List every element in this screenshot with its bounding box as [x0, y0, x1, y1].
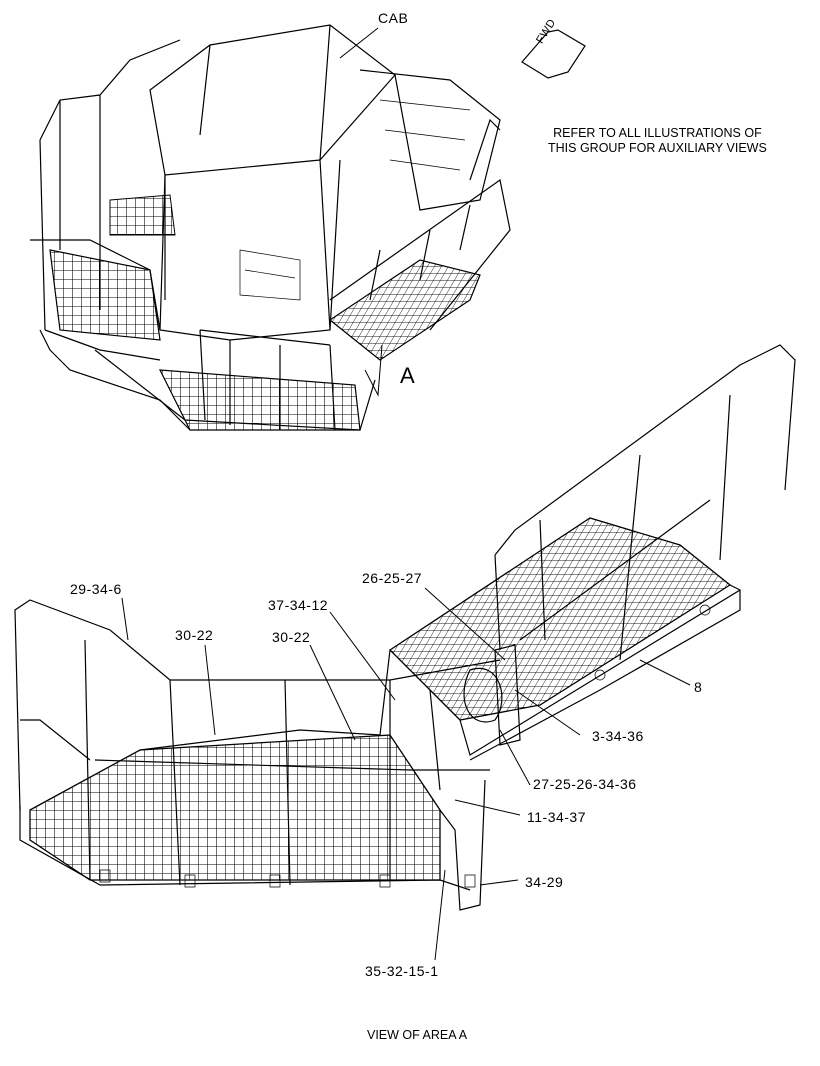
leader-26-25-27: [424, 587, 506, 661]
right-platform-grating: [328, 259, 481, 361]
leader-30-22-b: [309, 644, 356, 741]
callout-35-32-15-1: 35-32-15-1: [365, 963, 439, 979]
support-post: [429, 689, 486, 911]
auxiliary-views-note: REFER TO ALL ILLUSTRATIONS OF THIS GROUP…: [548, 126, 767, 155]
leader-27-25-26-34-36: [499, 729, 531, 786]
cab-roof: [149, 24, 396, 176]
callout-11-34-37: 11-34-37: [527, 809, 587, 825]
left-platform-grating: [49, 249, 161, 341]
machine-overview: [30, 24, 586, 431]
callout-34-29: 34-29: [525, 874, 564, 890]
callout-27-25-26-34-36: 27-25-26-34-36: [533, 776, 637, 792]
leader-30-22-a: [204, 644, 216, 736]
leader-29-34-6: [121, 597, 129, 641]
area-a-detail: [14, 344, 796, 961]
front-handrail: [199, 329, 336, 431]
rear-hood: [359, 69, 501, 211]
right-handrail: [329, 118, 511, 331]
leader-35-32-15-1: [434, 869, 446, 961]
right-handrail-detail: [494, 344, 796, 661]
left-lower-platform: [29, 734, 441, 881]
fwd-arrow-shape: [521, 29, 586, 79]
cab-posts: [164, 24, 331, 331]
callout-26-25-27: 26-25-27: [362, 570, 423, 586]
callout-3-34-36: 3-34-36: [592, 728, 644, 744]
callout-30-22-a: 30-22: [175, 627, 214, 643]
leader-3-34-36: [514, 689, 581, 736]
hinge-latch: [463, 667, 503, 723]
leader-8: [639, 659, 691, 686]
cab-body: [159, 159, 341, 341]
right-raised-platform: [388, 517, 732, 721]
left-handrail: [39, 39, 181, 331]
leader-37-34-12: [329, 611, 396, 701]
callout-29-34-6: 29-34-6: [70, 581, 122, 597]
front-platform-grating: [158, 369, 361, 431]
cab-label: CAB: [378, 10, 409, 26]
area-marker: A: [400, 363, 416, 388]
cab-leader: [339, 27, 379, 59]
callout-37-34-12: 37-34-12: [268, 597, 329, 613]
callout-30-22-b: 30-22: [272, 629, 311, 645]
leader-11-34-37: [454, 799, 521, 816]
view-caption: VIEW OF AREA A: [367, 1028, 468, 1042]
leader-34-29: [479, 879, 519, 886]
callout-8: 8: [694, 679, 703, 695]
